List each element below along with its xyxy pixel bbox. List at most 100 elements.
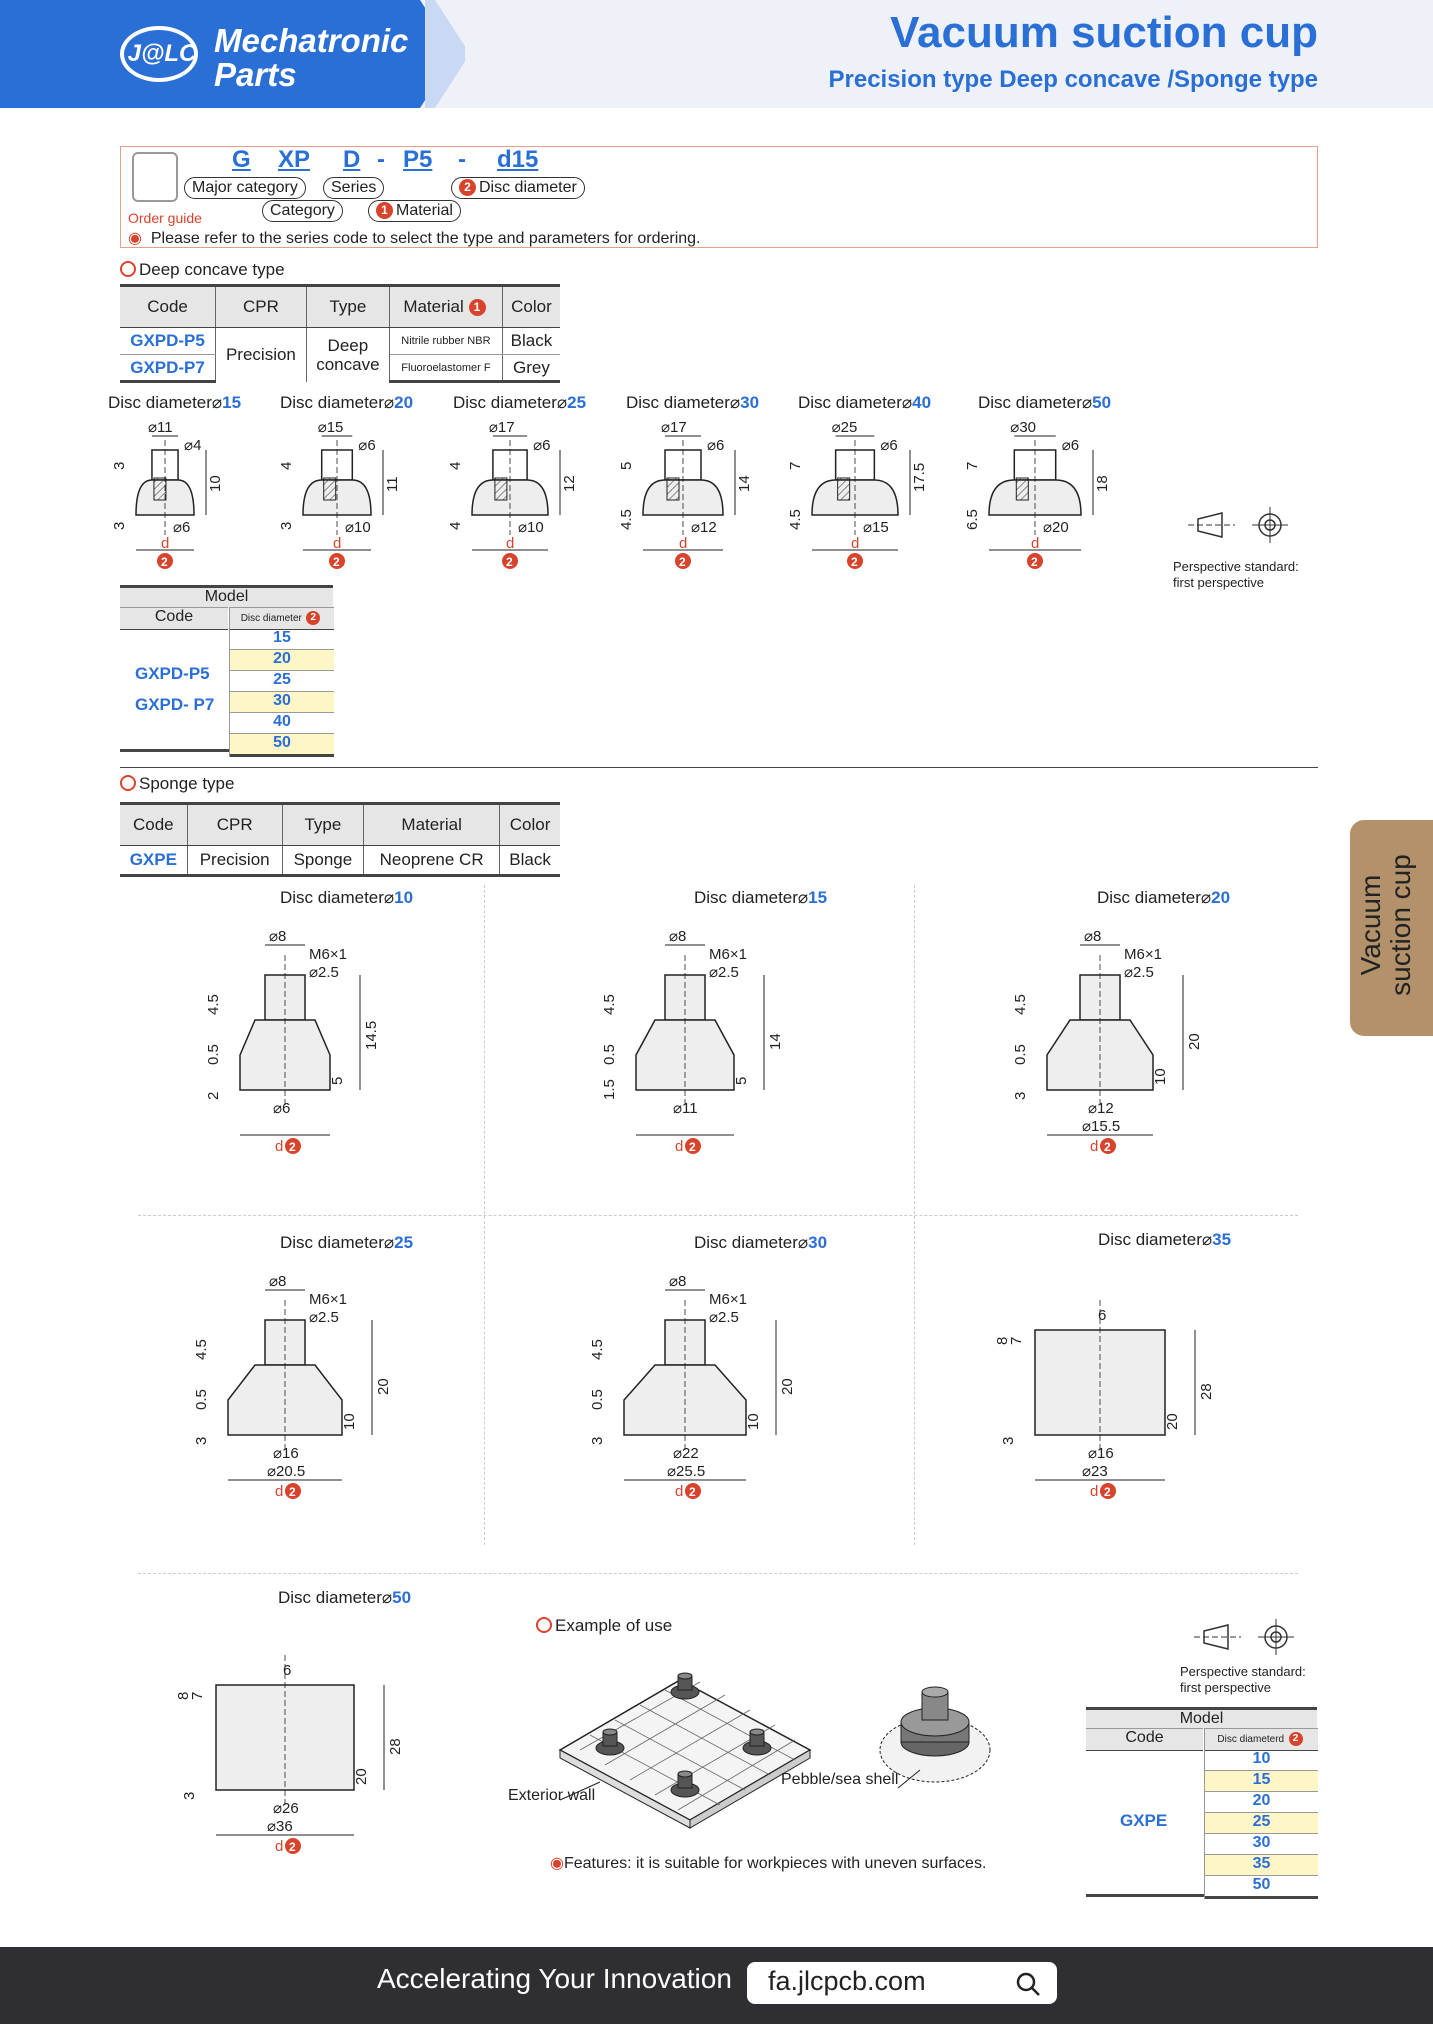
sponge-model-value: 15 — [1205, 1771, 1318, 1792]
svg-text:1.5: 1.5 — [601, 1079, 618, 1100]
deep-spec-table: Code CPR Type Material 1 Color GXPD-P5 P… — [120, 284, 560, 383]
og-code-xp: XP — [278, 146, 311, 173]
svg-text:d: d — [679, 535, 687, 552]
og-code-p5: P5 — [403, 146, 433, 173]
deep-model-value: 20 — [230, 650, 334, 671]
svg-text:3: 3 — [1000, 1437, 1017, 1445]
svg-text:⌀6: ⌀6 — [273, 1100, 290, 1117]
phone-icon — [132, 152, 178, 202]
svg-text:2: 2 — [205, 1092, 222, 1100]
svg-text:7: 7 — [189, 1692, 206, 1700]
svg-text:3: 3 — [111, 522, 128, 530]
svg-text:d: d — [1090, 1483, 1098, 1500]
svg-text:⌀6: ⌀6 — [1062, 437, 1079, 454]
svg-text:3: 3 — [193, 1437, 210, 1445]
deep-color-black: Black — [502, 327, 560, 355]
svg-text:⌀11: ⌀11 — [148, 419, 173, 436]
svg-text:⌀12: ⌀12 — [691, 519, 717, 536]
sponge-disc-label-20: Disc diameter⌀20 — [1097, 888, 1231, 907]
svg-text:10: 10 — [207, 475, 224, 492]
svg-text:d: d — [333, 535, 341, 552]
svg-text:18: 18 — [1094, 475, 1111, 492]
svg-text:⌀10: ⌀10 — [345, 519, 371, 536]
svg-text:5: 5 — [329, 1077, 346, 1085]
svg-text:⌀36: ⌀36 — [267, 1818, 293, 1835]
deep-col-material-label: Material — [403, 297, 464, 316]
svg-text:d: d — [275, 1838, 283, 1855]
grid-divider-v — [914, 885, 915, 1545]
svg-text:10: 10 — [341, 1413, 358, 1430]
sponge-col-material: Material — [363, 802, 501, 846]
features-note: ◉Features: it is suitable for workpieces… — [550, 1855, 987, 1872]
bullet-icon — [120, 261, 136, 277]
num-1-icon: 1 — [468, 299, 486, 316]
svg-text:⌀30: ⌀30 — [1010, 419, 1036, 436]
og-disc-diameter-label: Disc diameter — [479, 179, 577, 196]
exterior-wall-label: Exterior wall — [508, 1787, 596, 1804]
footer-slogan: Accelerating Your Innovation — [377, 1963, 732, 1994]
deep-model-code-p7: GXPD- P7 — [135, 695, 215, 714]
deep-code-p5: GXPD-P5 — [120, 327, 217, 355]
pebble-label: Pebble/sea shell — [781, 1771, 899, 1788]
footer-search-box[interactable] — [747, 1962, 1057, 2004]
brand-line2: Parts — [214, 56, 297, 93]
sponge-model-values: 10 15 20 25 30 35 50 — [1204, 1750, 1318, 1899]
svg-text:d: d — [275, 1138, 283, 1155]
svg-text:4.5: 4.5 — [205, 994, 222, 1015]
deep-color-grey: Grey — [502, 354, 560, 383]
deep-model-value: 30 — [230, 692, 334, 713]
svg-text:8: 8 — [994, 1337, 1011, 1345]
perspective-line2: first perspective — [1180, 1680, 1272, 1695]
svg-text:3: 3 — [589, 1437, 606, 1445]
svg-text:⌀2.5: ⌀2.5 — [309, 964, 339, 981]
grid-divider — [138, 1215, 1298, 1216]
sponge-col-cpr: CPR — [187, 802, 283, 846]
deep-disc-label-20: Disc diameter⌀20 — [280, 393, 414, 412]
page-subtitle: Precision type Deep concave /Sponge type — [828, 66, 1319, 93]
svg-text:⌀10: ⌀10 — [518, 519, 544, 536]
og-code-dash1: - — [377, 146, 385, 173]
svg-text:0.5: 0.5 — [205, 1044, 222, 1065]
svg-text:⌀2.5: ⌀2.5 — [1124, 964, 1154, 981]
sponge-model-code-cell — [1086, 1750, 1204, 1897]
og-note: ◉ Please refer to the series code to sel… — [128, 230, 701, 247]
svg-text:3: 3 — [111, 462, 128, 470]
svg-text:⌀25: ⌀25 — [832, 419, 858, 436]
svg-text:3: 3 — [181, 1792, 198, 1800]
svg-text:20: 20 — [1186, 1033, 1203, 1050]
svg-text:⌀6: ⌀6 — [707, 437, 724, 454]
sponge-model-disc-h: Disc diameterd 2 — [1204, 1728, 1318, 1751]
deep-model-values: 15 20 25 30 40 50 — [229, 629, 334, 757]
svg-text:10: 10 — [745, 1413, 762, 1430]
sponge-section-label: Sponge type — [139, 774, 235, 793]
perspective-note-2: Perspective standard: first perspective — [1180, 1664, 1306, 1696]
svg-text:2: 2 — [289, 1840, 296, 1854]
svg-text:d: d — [1090, 1138, 1098, 1155]
deep-col-cpr: CPR — [215, 284, 307, 328]
svg-text:⌀6: ⌀6 — [358, 437, 375, 454]
svg-text:⌀2.5: ⌀2.5 — [309, 1309, 339, 1326]
svg-text:d: d — [506, 535, 514, 552]
svg-text:⌀15: ⌀15 — [318, 419, 344, 436]
svg-text:20: 20 — [1164, 1413, 1181, 1430]
footer-url[interactable]: fa.jlcpcb.com — [768, 1966, 926, 1996]
svg-text:⌀6: ⌀6 — [880, 437, 897, 454]
search-icon[interactable] — [1015, 1971, 1041, 1997]
svg-text:⌀26: ⌀26 — [273, 1800, 299, 1817]
order-guide-box — [120, 146, 1318, 248]
svg-text:14: 14 — [736, 475, 753, 492]
example-illustration — [558, 1672, 991, 1829]
svg-text:14: 14 — [767, 1033, 784, 1050]
perspective-line1: Perspective standard: — [1173, 559, 1299, 574]
sponge-material: Neoprene CR — [363, 845, 501, 877]
sponge-model-value: 30 — [1205, 1834, 1318, 1855]
deep-model-disc-h: Disc diameter 2 — [229, 607, 334, 630]
